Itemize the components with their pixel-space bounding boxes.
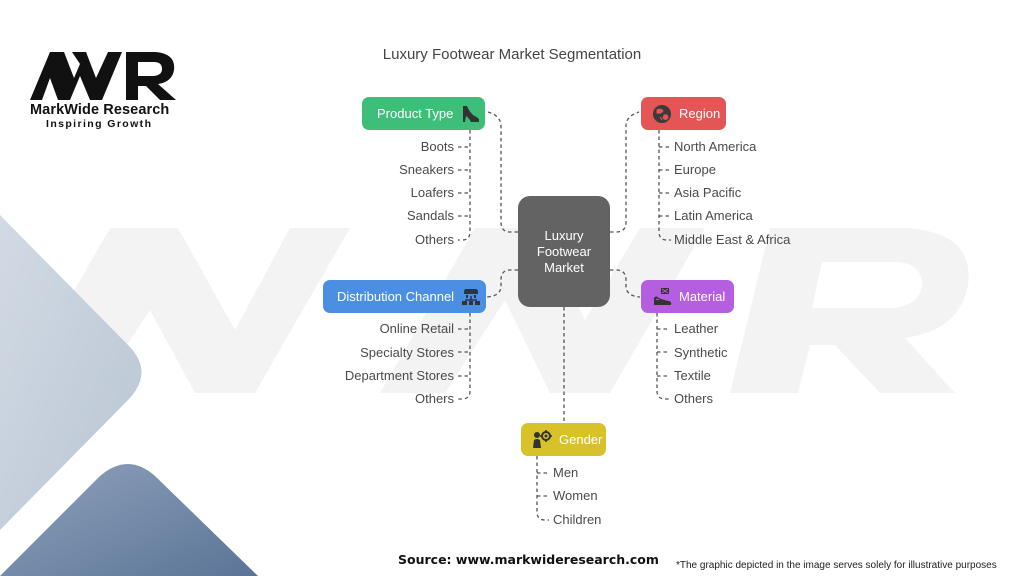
list-item: Women [553, 488, 598, 503]
high-heel-shoe-icon [459, 103, 481, 125]
list-item: Others [414, 232, 454, 247]
list-item: Others [674, 391, 714, 406]
category-distribution-channel: Distribution Channel [323, 280, 486, 313]
list-item: Asia Pacific [674, 185, 742, 200]
brand-name: MarkWide Research [30, 102, 170, 118]
watermark [15, 228, 969, 393]
decor-shape-light [0, 215, 142, 530]
list-item: Online Retail [379, 321, 454, 336]
sneaker-fabric-icon [651, 286, 673, 308]
list-item: Latin America [674, 208, 753, 223]
decor-shape-dark [0, 464, 258, 576]
category-label: Gender [559, 432, 603, 447]
list-item: Textile [674, 368, 711, 383]
list-item: Sandals [407, 208, 454, 223]
list-item: Sneakers [399, 162, 454, 177]
source-credit: Source: www.markwideresearch.com [398, 552, 659, 567]
center-node: Luxury Footwear Market [518, 196, 610, 307]
category-region: Region [641, 97, 726, 130]
person-gear-icon [531, 429, 553, 451]
diagram-title: Luxury Footwear Market Segmentation [382, 46, 642, 63]
category-label: Region [679, 106, 721, 121]
list-item: Loafers [410, 185, 454, 200]
list-item: North America [674, 139, 757, 154]
category-label: Product Type [377, 106, 454, 121]
brand-logo: MarkWide Research Inspiring Growth [28, 48, 188, 130]
category-product-type: Product Type [362, 97, 485, 130]
list-item: Department Stores [344, 368, 454, 383]
list-item: Boots [420, 139, 454, 154]
list-item: Middle East & Africa [674, 232, 791, 247]
category-gender: Gender [521, 423, 606, 456]
network-hierarchy-icon [460, 286, 482, 308]
brand-tagline: Inspiring Growth [46, 118, 153, 130]
list-item: Europe [674, 162, 716, 177]
list-item: Children [553, 512, 602, 527]
list-item: Men [553, 465, 579, 480]
category-material: Material [641, 280, 734, 313]
category-label: Distribution Channel [337, 289, 455, 304]
list-item: Synthetic [674, 345, 728, 360]
list-item: Specialty Stores [360, 345, 454, 360]
list-item: Leather [674, 321, 719, 336]
category-label: Material [679, 289, 726, 304]
disclaimer-note: *The graphic depicted in the image serve… [676, 560, 997, 571]
mwr-logo-mark-icon [30, 52, 176, 100]
list-item: Others [414, 391, 454, 406]
globe-icon [651, 103, 673, 125]
